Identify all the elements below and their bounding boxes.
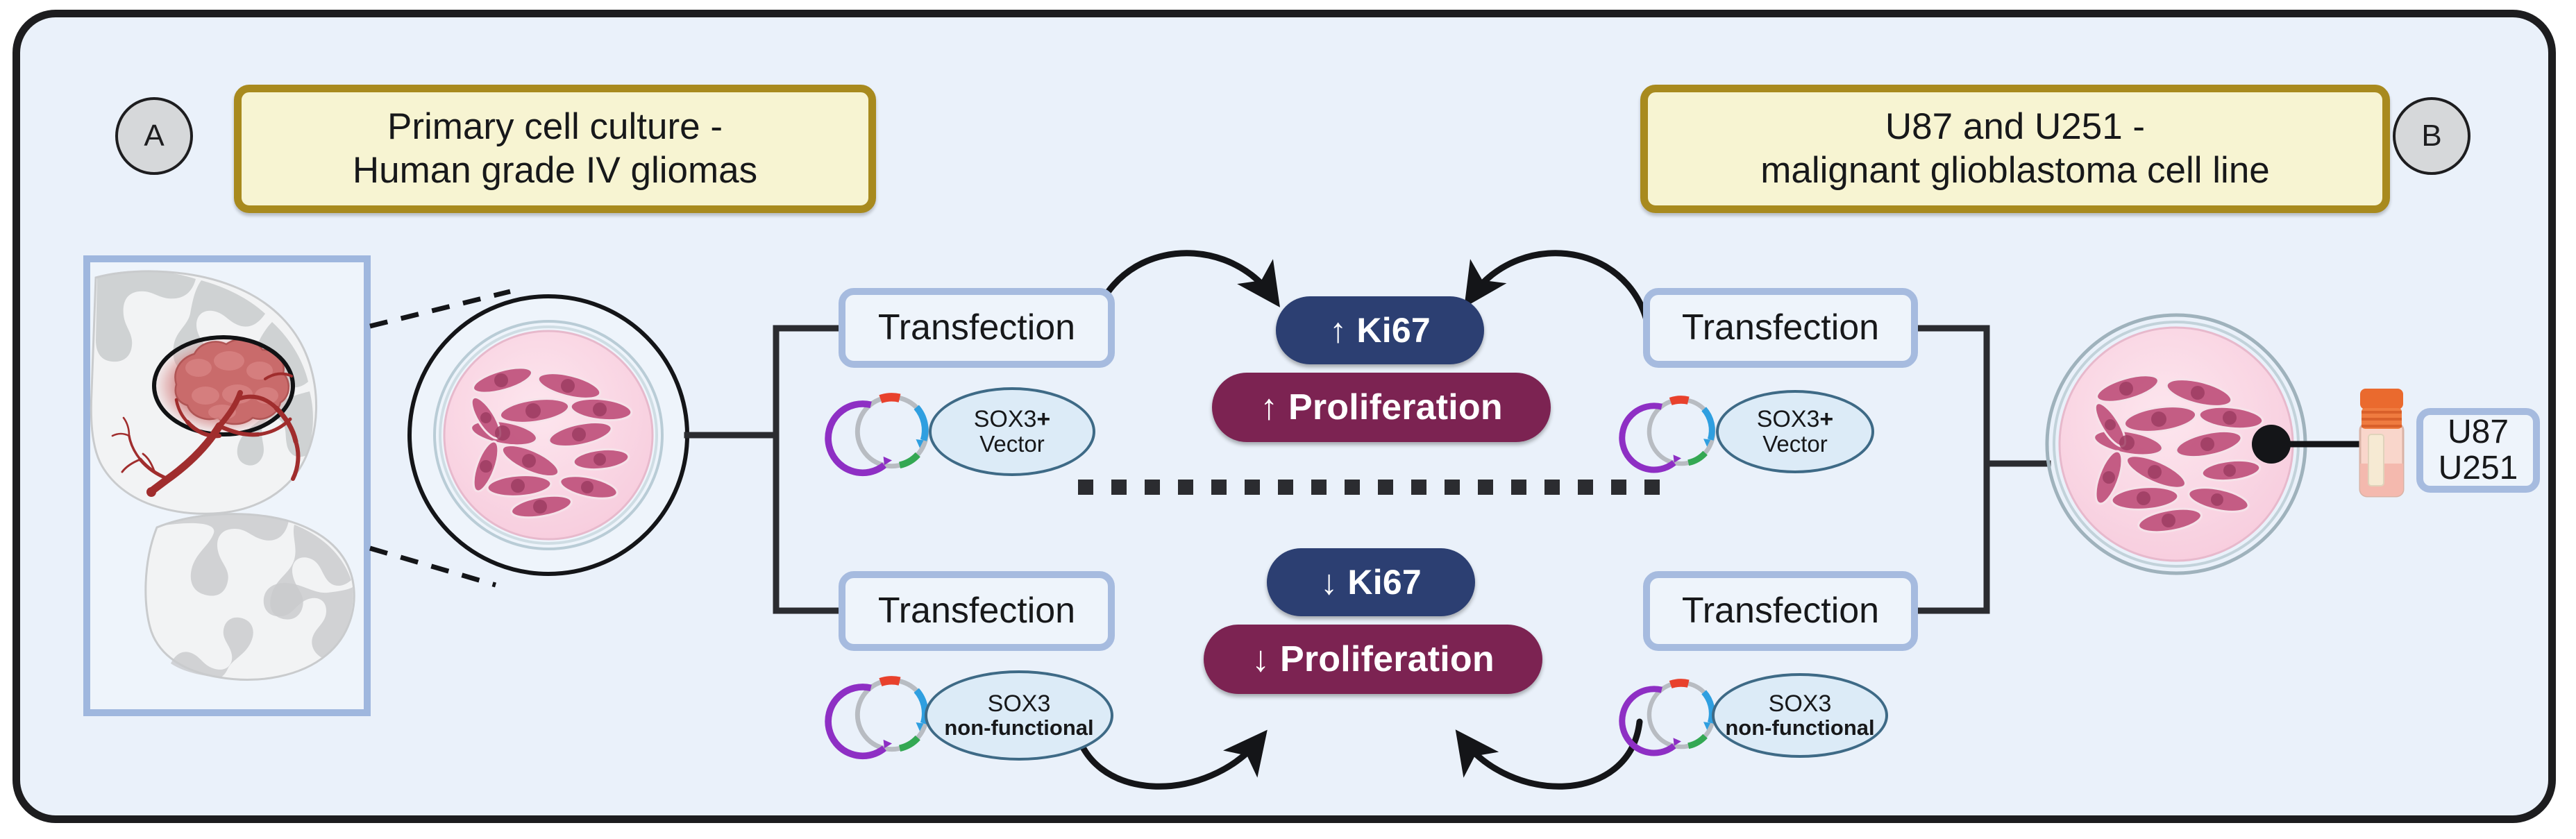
plasmid-plus-sign: +: [1036, 405, 1051, 432]
brain-section-panel: [83, 255, 371, 716]
brain-illustration: [90, 270, 355, 681]
plasmid-label-line1: SOX3: [987, 690, 1051, 717]
plasmid-label-line2: non-functional: [1725, 715, 1875, 740]
cell-line-tube-label: U87 U251: [2416, 408, 2540, 493]
proliferation-up-label: ↑ Proliferation: [1260, 387, 1503, 427]
transfection-box-left-top[interactable]: Transfection: [839, 288, 1115, 368]
transfection-label: Transfection: [877, 307, 1076, 348]
panel-letter-a-text: A: [144, 119, 165, 153]
plasmid-label-line2: Vector: [979, 430, 1045, 457]
ki67-down-label: ↓ Ki67: [1320, 563, 1422, 602]
plasmid-label-left-bottom: SOX3 non-functional: [925, 670, 1113, 761]
plasmid-label-right-bottom: SOX3 non-functional: [1712, 673, 1888, 758]
panel-letter-a: A: [115, 97, 193, 175]
panel-a-title-line1: Primary cell culture -: [387, 105, 723, 147]
plasmid-label-line1: SOX3+: [1756, 405, 1834, 432]
proliferation-down-badge: ↓ Proliferation: [1204, 625, 1542, 694]
panel-b-title-banner: U87 and U251 - malignant glioblastoma ce…: [1640, 85, 2390, 213]
tube-label-line1: U87: [2447, 414, 2509, 451]
plasmid-label-line1: SOX3: [1768, 690, 1832, 717]
plasmid-label-line2: non-functional: [944, 715, 1094, 740]
ki67-down-badge: ↓ Ki67: [1267, 548, 1475, 616]
plasmid-label-right-top: SOX3+ Vector: [1716, 390, 1874, 473]
transfection-box-right-bottom[interactable]: Transfection: [1643, 571, 1918, 651]
transfection-box-right-top[interactable]: Transfection: [1643, 288, 1918, 368]
plasmid-label-left-top: SOX3+ Vector: [929, 387, 1095, 476]
plasmid-label-line1: SOX3+: [973, 405, 1051, 432]
panel-a-title-banner: Primary cell culture - Human grade IV gl…: [234, 85, 876, 213]
ki67-up-label: ↑ Ki67: [1329, 311, 1431, 350]
panel-letter-b-text: B: [2421, 119, 2442, 153]
transfection-label: Transfection: [877, 591, 1076, 632]
ki67-up-badge: ↑ Ki67: [1276, 296, 1484, 364]
tube-label-line2: U251: [2438, 450, 2518, 486]
panel-b-title-line1: U87 and U251 -: [1885, 105, 2146, 147]
plasmid-label-line2: Vector: [1762, 430, 1828, 457]
proliferation-down-label: ↓ Proliferation: [1252, 639, 1495, 679]
proliferation-up-badge: ↑ Proliferation: [1212, 373, 1551, 442]
plasmid-plus-sign: +: [1819, 405, 1834, 432]
panel-letter-b: B: [2393, 97, 2470, 175]
transfection-label: Transfection: [1681, 591, 1880, 632]
panel-b-title-line2: malignant glioblastoma cell line: [1760, 149, 2270, 191]
panel-a-title-line2: Human grade IV gliomas: [352, 149, 758, 191]
transfection-label: Transfection: [1681, 307, 1880, 348]
transfection-box-left-bottom[interactable]: Transfection: [839, 571, 1115, 651]
